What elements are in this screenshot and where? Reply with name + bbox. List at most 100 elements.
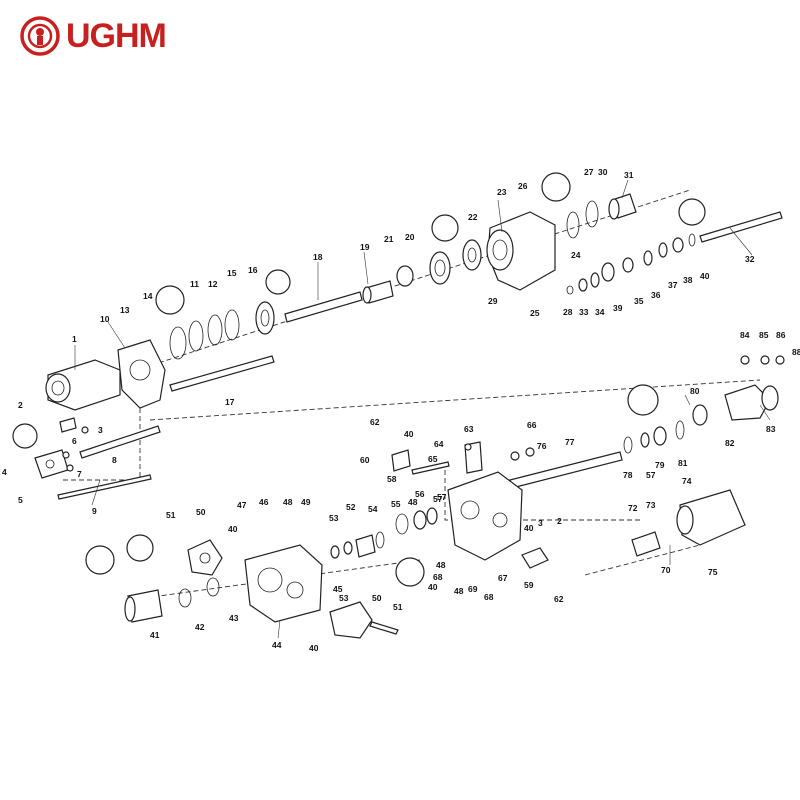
housing-1 — [45, 359, 121, 411]
part-label-40: 40 — [700, 271, 710, 281]
part-label-1: 1 — [72, 334, 77, 344]
part-label-17: 17 — [225, 397, 235, 407]
bearing-stack-52-56 — [330, 507, 438, 559]
part-label-68: 68 — [433, 572, 443, 582]
part-label-40: 40 — [228, 524, 238, 534]
part-label-57: 57 — [646, 470, 656, 480]
part-label-48: 48 — [436, 560, 446, 570]
part-label-28: 28 — [563, 307, 573, 317]
parts-58-66 — [391, 441, 535, 475]
part-label-63: 63 — [464, 424, 474, 434]
part-label-80: 80 — [690, 386, 700, 396]
part-label-36: 36 — [651, 290, 661, 300]
part-label-40: 40 — [428, 582, 438, 592]
part-label-9: 9 — [92, 506, 97, 516]
part-label-29: 29 — [488, 296, 498, 306]
part-label-66: 66 — [527, 420, 537, 430]
part-label-53: 53 — [329, 513, 339, 523]
part-label-57: 57 — [437, 492, 447, 502]
part-label-64: 64 — [434, 439, 444, 449]
part-label-10: 10 — [100, 314, 110, 324]
part-label-30: 30 — [598, 167, 608, 177]
part-label-2: 2 — [557, 516, 562, 526]
part-label-60: 60 — [360, 455, 370, 465]
part-label-22: 22 — [468, 212, 478, 222]
part-label-2: 2 — [18, 400, 23, 410]
bolt-9 — [57, 474, 152, 500]
part-label-37: 37 — [668, 280, 678, 290]
part-label-54: 54 — [368, 504, 378, 514]
part-label-69: 69 — [468, 584, 478, 594]
shaft-77 — [509, 451, 623, 489]
part-label-14: 14 — [143, 291, 153, 301]
part-label-74: 74 — [682, 476, 692, 486]
part-label-35: 35 — [634, 296, 644, 306]
brand-emblem-icon — [20, 16, 60, 56]
part-label-59: 59 — [524, 580, 534, 590]
part-label-43: 43 — [229, 613, 239, 623]
part-label-68: 68 — [484, 592, 494, 602]
part-label-34: 34 — [595, 307, 605, 317]
seal-bearing-right — [566, 193, 637, 239]
housing-23 — [486, 211, 556, 291]
part-label-49: 49 — [301, 497, 311, 507]
part-label-23: 23 — [497, 187, 507, 197]
part-label-81: 81 — [678, 458, 688, 468]
part-label-55: 55 — [391, 499, 401, 509]
part-label-6: 6 — [72, 436, 77, 446]
part-label-67: 67 — [498, 573, 508, 583]
part-label-20: 20 — [405, 232, 415, 242]
part-label-3: 3 — [98, 425, 103, 435]
shaft-17 — [169, 355, 275, 392]
part-label-25: 25 — [530, 308, 540, 318]
part-label-62: 62 — [370, 417, 380, 427]
leader-lines — [74, 179, 771, 639]
flange-10 — [117, 339, 166, 409]
part-label-48: 48 — [283, 497, 293, 507]
part-label-40: 40 — [404, 429, 414, 439]
part-label-32: 32 — [745, 254, 755, 264]
part-label-51: 51 — [166, 510, 176, 520]
part-label-56: 56 — [415, 489, 425, 499]
part-label-77: 77 — [565, 437, 575, 447]
part-label-58: 58 — [387, 474, 397, 484]
part-label-62: 62 — [554, 594, 564, 604]
part-label-85: 85 — [759, 330, 769, 340]
part-label-24: 24 — [571, 250, 581, 260]
cover-50-upper — [187, 539, 223, 576]
part-label-3: 3 — [538, 518, 543, 528]
assembly-80-86 — [692, 355, 785, 426]
pump-44 — [244, 544, 323, 623]
shaft-8 — [79, 425, 161, 459]
part-label-27: 27 — [584, 167, 594, 177]
part-label-8: 8 — [112, 455, 117, 465]
part-label-13: 13 — [120, 305, 130, 315]
part-label-16: 16 — [248, 265, 258, 275]
part-label-53: 53 — [339, 593, 349, 603]
part-label-78: 78 — [623, 470, 633, 480]
part-label-41: 41 — [150, 630, 160, 640]
part-label-15: 15 — [227, 268, 237, 278]
part-label-4: 4 — [2, 467, 7, 477]
small-parts-left — [34, 417, 89, 479]
rings-42-43 — [178, 577, 220, 608]
part-label-18: 18 — [313, 252, 323, 262]
bearing-gears — [362, 239, 482, 304]
shaft-32 — [699, 211, 783, 243]
cover-50-lower — [329, 601, 399, 639]
part-label-44: 44 — [272, 640, 282, 650]
brand-logo: UGHM — [20, 14, 167, 58]
part-label-57: 57 — [433, 494, 443, 504]
part-label-46: 46 — [259, 497, 269, 507]
part-label-76: 76 — [537, 441, 547, 451]
seal-rings-left — [169, 301, 275, 360]
part-label-79: 79 — [655, 460, 665, 470]
brand-name: UGHM — [66, 16, 167, 55]
part-label-47: 47 — [237, 500, 247, 510]
detail-callouts — [12, 172, 706, 587]
part-label-31: 31 — [624, 170, 634, 180]
part-label-51: 51 — [393, 602, 403, 612]
part-label-5: 5 — [18, 495, 23, 505]
part-label-86: 86 — [776, 330, 786, 340]
